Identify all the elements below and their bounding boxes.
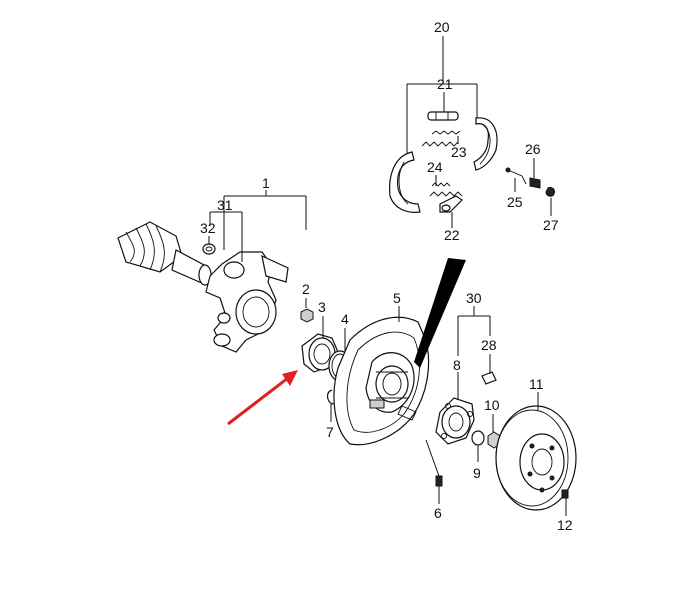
drive-shaft <box>117 221 212 286</box>
brake-shoe-assembly <box>389 111 498 213</box>
callout-21: 21 <box>437 76 453 92</box>
callout-32: 32 <box>200 220 216 236</box>
knuckle-assembly <box>205 251 289 353</box>
parts-25-26-27 <box>505 167 555 197</box>
screw-12 <box>561 489 569 499</box>
callout-31: 31 <box>217 197 233 213</box>
bolt-28 <box>481 371 497 385</box>
callout-20: 20 <box>434 19 450 35</box>
callout-23: 23 <box>451 144 467 160</box>
callout-labels: 1 31 32 2 3 4 5 7 20 21 23 24 22 26 25 2… <box>200 19 573 533</box>
callout-8: 8 <box>453 357 461 373</box>
callout-22: 22 <box>444 227 460 243</box>
callout-4: 4 <box>341 311 349 327</box>
backing-plate <box>333 316 430 446</box>
clip-32 <box>202 243 216 255</box>
red-arrow-icon <box>227 370 298 426</box>
callout-7: 7 <box>326 424 334 440</box>
callout-24: 24 <box>427 159 443 175</box>
leader-lines <box>208 36 567 516</box>
callout-2: 2 <box>302 281 310 297</box>
callout-3: 3 <box>318 299 326 315</box>
callout-11: 11 <box>529 376 544 392</box>
callout-6: 6 <box>434 505 442 521</box>
callout-26: 26 <box>525 141 541 157</box>
bolt-6 <box>435 475 443 487</box>
black-wedge-icon <box>414 258 466 368</box>
callout-12: 12 <box>557 517 573 533</box>
hub-flange <box>435 397 475 445</box>
callout-9: 9 <box>473 465 481 481</box>
callout-5: 5 <box>393 290 401 306</box>
callout-27: 27 <box>543 217 559 233</box>
callout-25: 25 <box>507 194 523 210</box>
callout-10: 10 <box>484 397 500 413</box>
callout-28: 28 <box>481 337 497 353</box>
brake-disc <box>495 405 577 511</box>
callout-1: 1 <box>262 175 270 191</box>
callout-30: 30 <box>466 290 482 306</box>
washer-nut-9-10 <box>471 430 501 449</box>
nut-2 <box>300 308 314 323</box>
